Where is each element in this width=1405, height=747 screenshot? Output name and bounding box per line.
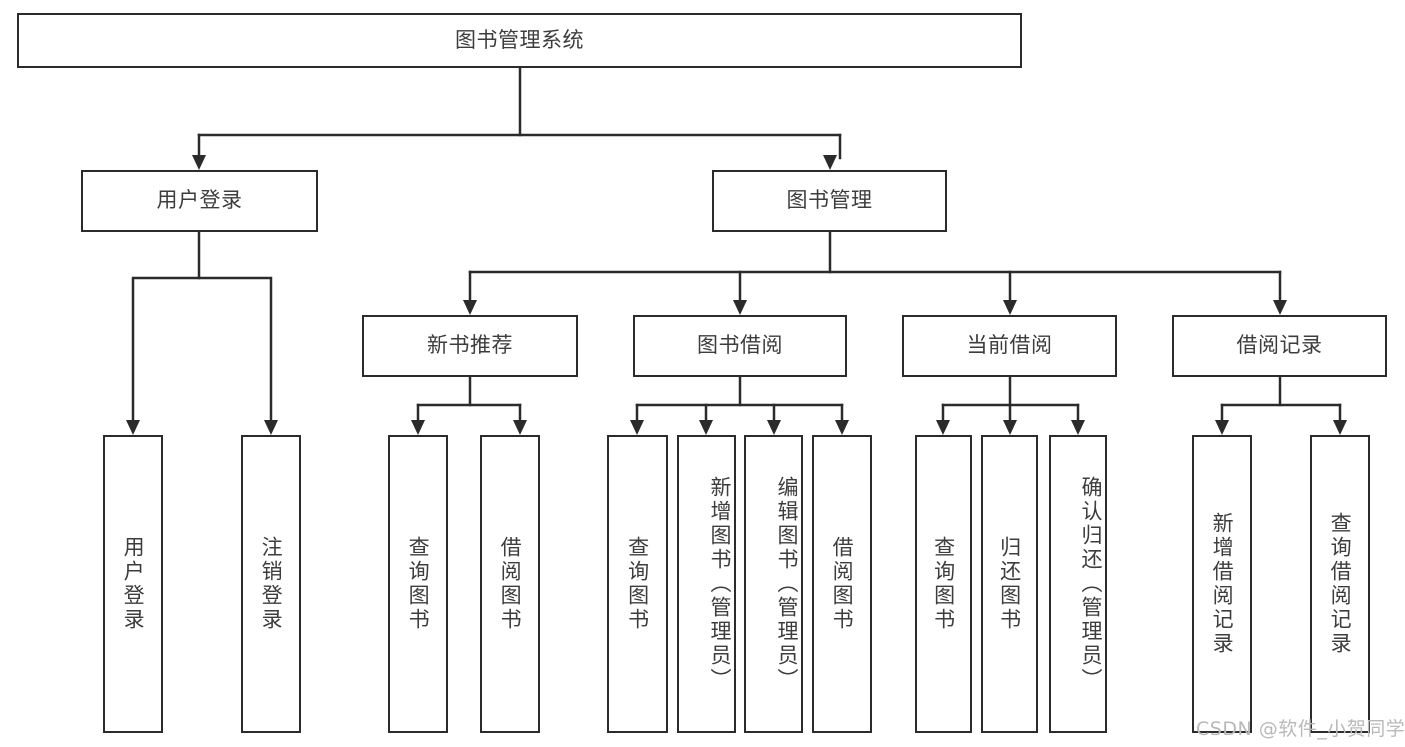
node-leaf-borrow-book-2[interactable]: 借阅图书 — [812, 435, 872, 733]
node-leaf-query-book-1[interactable]: 查询图书 — [388, 435, 448, 733]
node-leaf-query-book-2[interactable]: 查询图书 — [607, 435, 668, 733]
node-leaf-add-book[interactable]: 新增图书（管理员） — [677, 435, 736, 733]
node-label: 用户登录 — [121, 536, 146, 632]
node-leaf-query-record[interactable]: 查询借阅记录 — [1310, 435, 1370, 733]
node-label: 注销登录 — [259, 536, 284, 632]
node-current-borrow[interactable]: 当前借阅 — [902, 315, 1117, 377]
node-leaf-confirm-return[interactable]: 确认归还（管理员） — [1049, 435, 1107, 733]
node-system-title[interactable]: 图书管理系统 — [17, 13, 1022, 68]
node-book-management[interactable]: 图书管理 — [712, 170, 947, 232]
arrowhead-icon — [630, 420, 644, 435]
node-label: 借阅记录 — [1236, 333, 1323, 358]
node-label: 图书管理系统 — [455, 27, 584, 52]
node-label: 新增图书（管理员） — [708, 476, 732, 692]
arrowhead-icon — [835, 420, 849, 435]
node-borrow-record[interactable]: 借阅记录 — [1172, 315, 1387, 377]
arrowhead-icon — [1333, 420, 1347, 435]
arrowhead-icon — [1273, 300, 1287, 315]
node-label: 查询图书 — [625, 536, 650, 632]
arrowhead-icon — [126, 420, 140, 435]
node-leaf-add-record[interactable]: 新增借阅记录 — [1192, 435, 1252, 733]
arrowhead-icon — [1003, 300, 1017, 315]
connector-arrowheads — [126, 155, 1347, 435]
arrowhead-icon — [1215, 420, 1229, 435]
node-label: 借阅图书 — [830, 536, 855, 632]
node-new-book-recommend[interactable]: 新书推荐 — [362, 315, 578, 377]
node-label: 查询借阅记录 — [1328, 512, 1353, 656]
arrowhead-icon — [936, 420, 950, 435]
arrowhead-icon — [1003, 420, 1017, 435]
node-leaf-borrow-book-1[interactable]: 借阅图书 — [480, 435, 540, 733]
arrowhead-icon — [733, 300, 747, 315]
node-label: 新书推荐 — [427, 333, 513, 358]
node-label: 确认归还（管理员） — [1079, 476, 1103, 692]
node-leaf-query-book-3[interactable]: 查询图书 — [915, 435, 972, 733]
connector-paths — [131, 66, 1342, 425]
node-user-login[interactable]: 用户登录 — [81, 170, 318, 232]
node-label: 图书管理 — [786, 188, 873, 213]
node-label: 用户登录 — [156, 188, 243, 213]
arrowhead-icon — [463, 300, 477, 315]
node-label: 借阅图书 — [498, 536, 523, 632]
watermark-label: CSDN @软件_小贺同学 — [1196, 718, 1405, 740]
node-leaf-user-login[interactable]: 用户登录 — [103, 435, 163, 733]
node-label: 当前借阅 — [966, 333, 1053, 358]
connector-line — [131, 276, 201, 425]
connector-line — [197, 230, 273, 425]
arrowhead-icon — [192, 155, 206, 170]
arrowhead-icon — [699, 420, 713, 435]
arrowhead-icon — [767, 420, 781, 435]
node-leaf-return-book[interactable]: 归还图书 — [981, 435, 1038, 733]
node-label: 编辑图书（管理员） — [775, 476, 799, 692]
node-label: 图书借阅 — [697, 333, 783, 358]
node-label: 查询图书 — [406, 536, 431, 632]
node-leaf-logout[interactable]: 注销登录 — [241, 435, 301, 733]
node-leaf-edit-book[interactable]: 编辑图书（管理员） — [744, 435, 803, 733]
node-book-borrow[interactable]: 图书借阅 — [633, 315, 847, 377]
arrowhead-icon — [823, 155, 837, 170]
node-label: 查询图书 — [931, 536, 956, 632]
arrowhead-icon — [1071, 420, 1085, 435]
node-label: 新增借阅记录 — [1210, 512, 1235, 656]
arrowhead-icon — [411, 420, 425, 435]
arrowhead-icon — [513, 420, 527, 435]
node-label: 归还图书 — [997, 536, 1022, 632]
arrowhead-icon — [264, 420, 278, 435]
